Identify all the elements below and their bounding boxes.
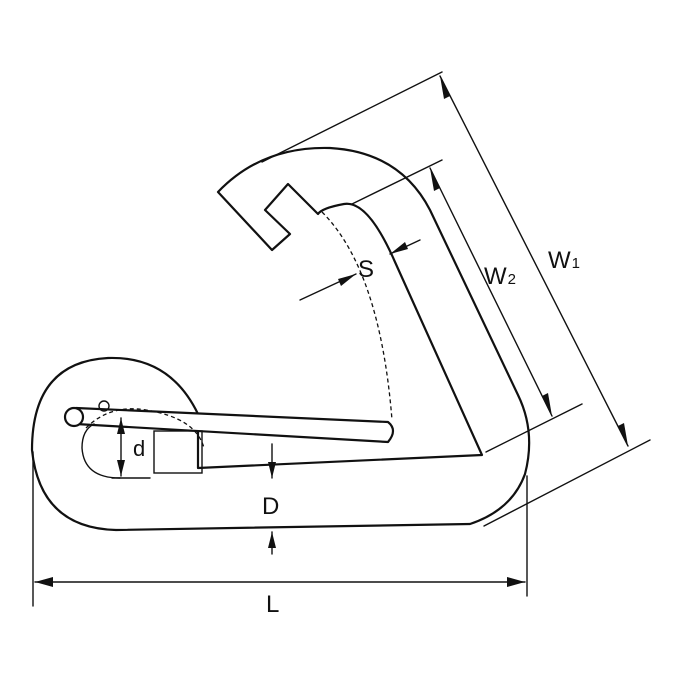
eye-dashed-arc	[85, 408, 205, 449]
spring-block	[153, 430, 203, 474]
w1-dimension-line	[439, 75, 629, 447]
rivet-circle	[98, 400, 110, 412]
w1-label: W1	[548, 247, 580, 274]
dimension-d-large: D	[262, 443, 279, 555]
dimension-l: L	[32, 451, 528, 618]
d-arrow-bottom	[117, 460, 125, 476]
s-arrow-left	[338, 274, 356, 286]
w2-extension-top	[351, 159, 443, 205]
w2-extension-bottom	[485, 403, 583, 453]
l-arrow-right	[507, 577, 525, 587]
s-label: S	[358, 256, 374, 283]
w1-arrow-top	[440, 76, 450, 99]
D-arrow-bottom	[268, 532, 276, 548]
l-arrow-left	[35, 577, 53, 587]
w2-label-main: W	[484, 263, 507, 290]
d-label: d	[133, 436, 145, 461]
gate-swing-arc	[321, 211, 393, 421]
hook-body	[30, 146, 531, 532]
D-label: D	[262, 493, 279, 520]
w1-label-sub: 1	[572, 255, 580, 272]
w2-label: W2	[484, 263, 516, 290]
d-arrow-top	[117, 418, 125, 434]
s-arrow-right	[390, 242, 408, 254]
dimension-w1: W1	[261, 71, 651, 527]
w1-extension-bottom	[483, 439, 651, 527]
l-label: L	[266, 591, 279, 618]
dimension-w2: W2	[351, 159, 583, 453]
D-arrow-top	[268, 462, 276, 478]
w2-arrow-bottom	[542, 393, 552, 416]
dimension-s: S	[299, 239, 421, 301]
w2-arrow-top	[430, 168, 440, 191]
gate-pivot	[63, 406, 85, 428]
w1-label-main: W	[548, 247, 571, 274]
w1-extension-top	[261, 71, 443, 163]
w1-arrow-bottom	[618, 423, 628, 446]
eye-inner-opening	[81, 423, 121, 479]
w2-label-sub: 2	[508, 271, 516, 288]
dimension-d-small: d	[111, 417, 151, 479]
hook-outline	[30, 146, 531, 532]
w2-dimension-line	[429, 167, 553, 417]
